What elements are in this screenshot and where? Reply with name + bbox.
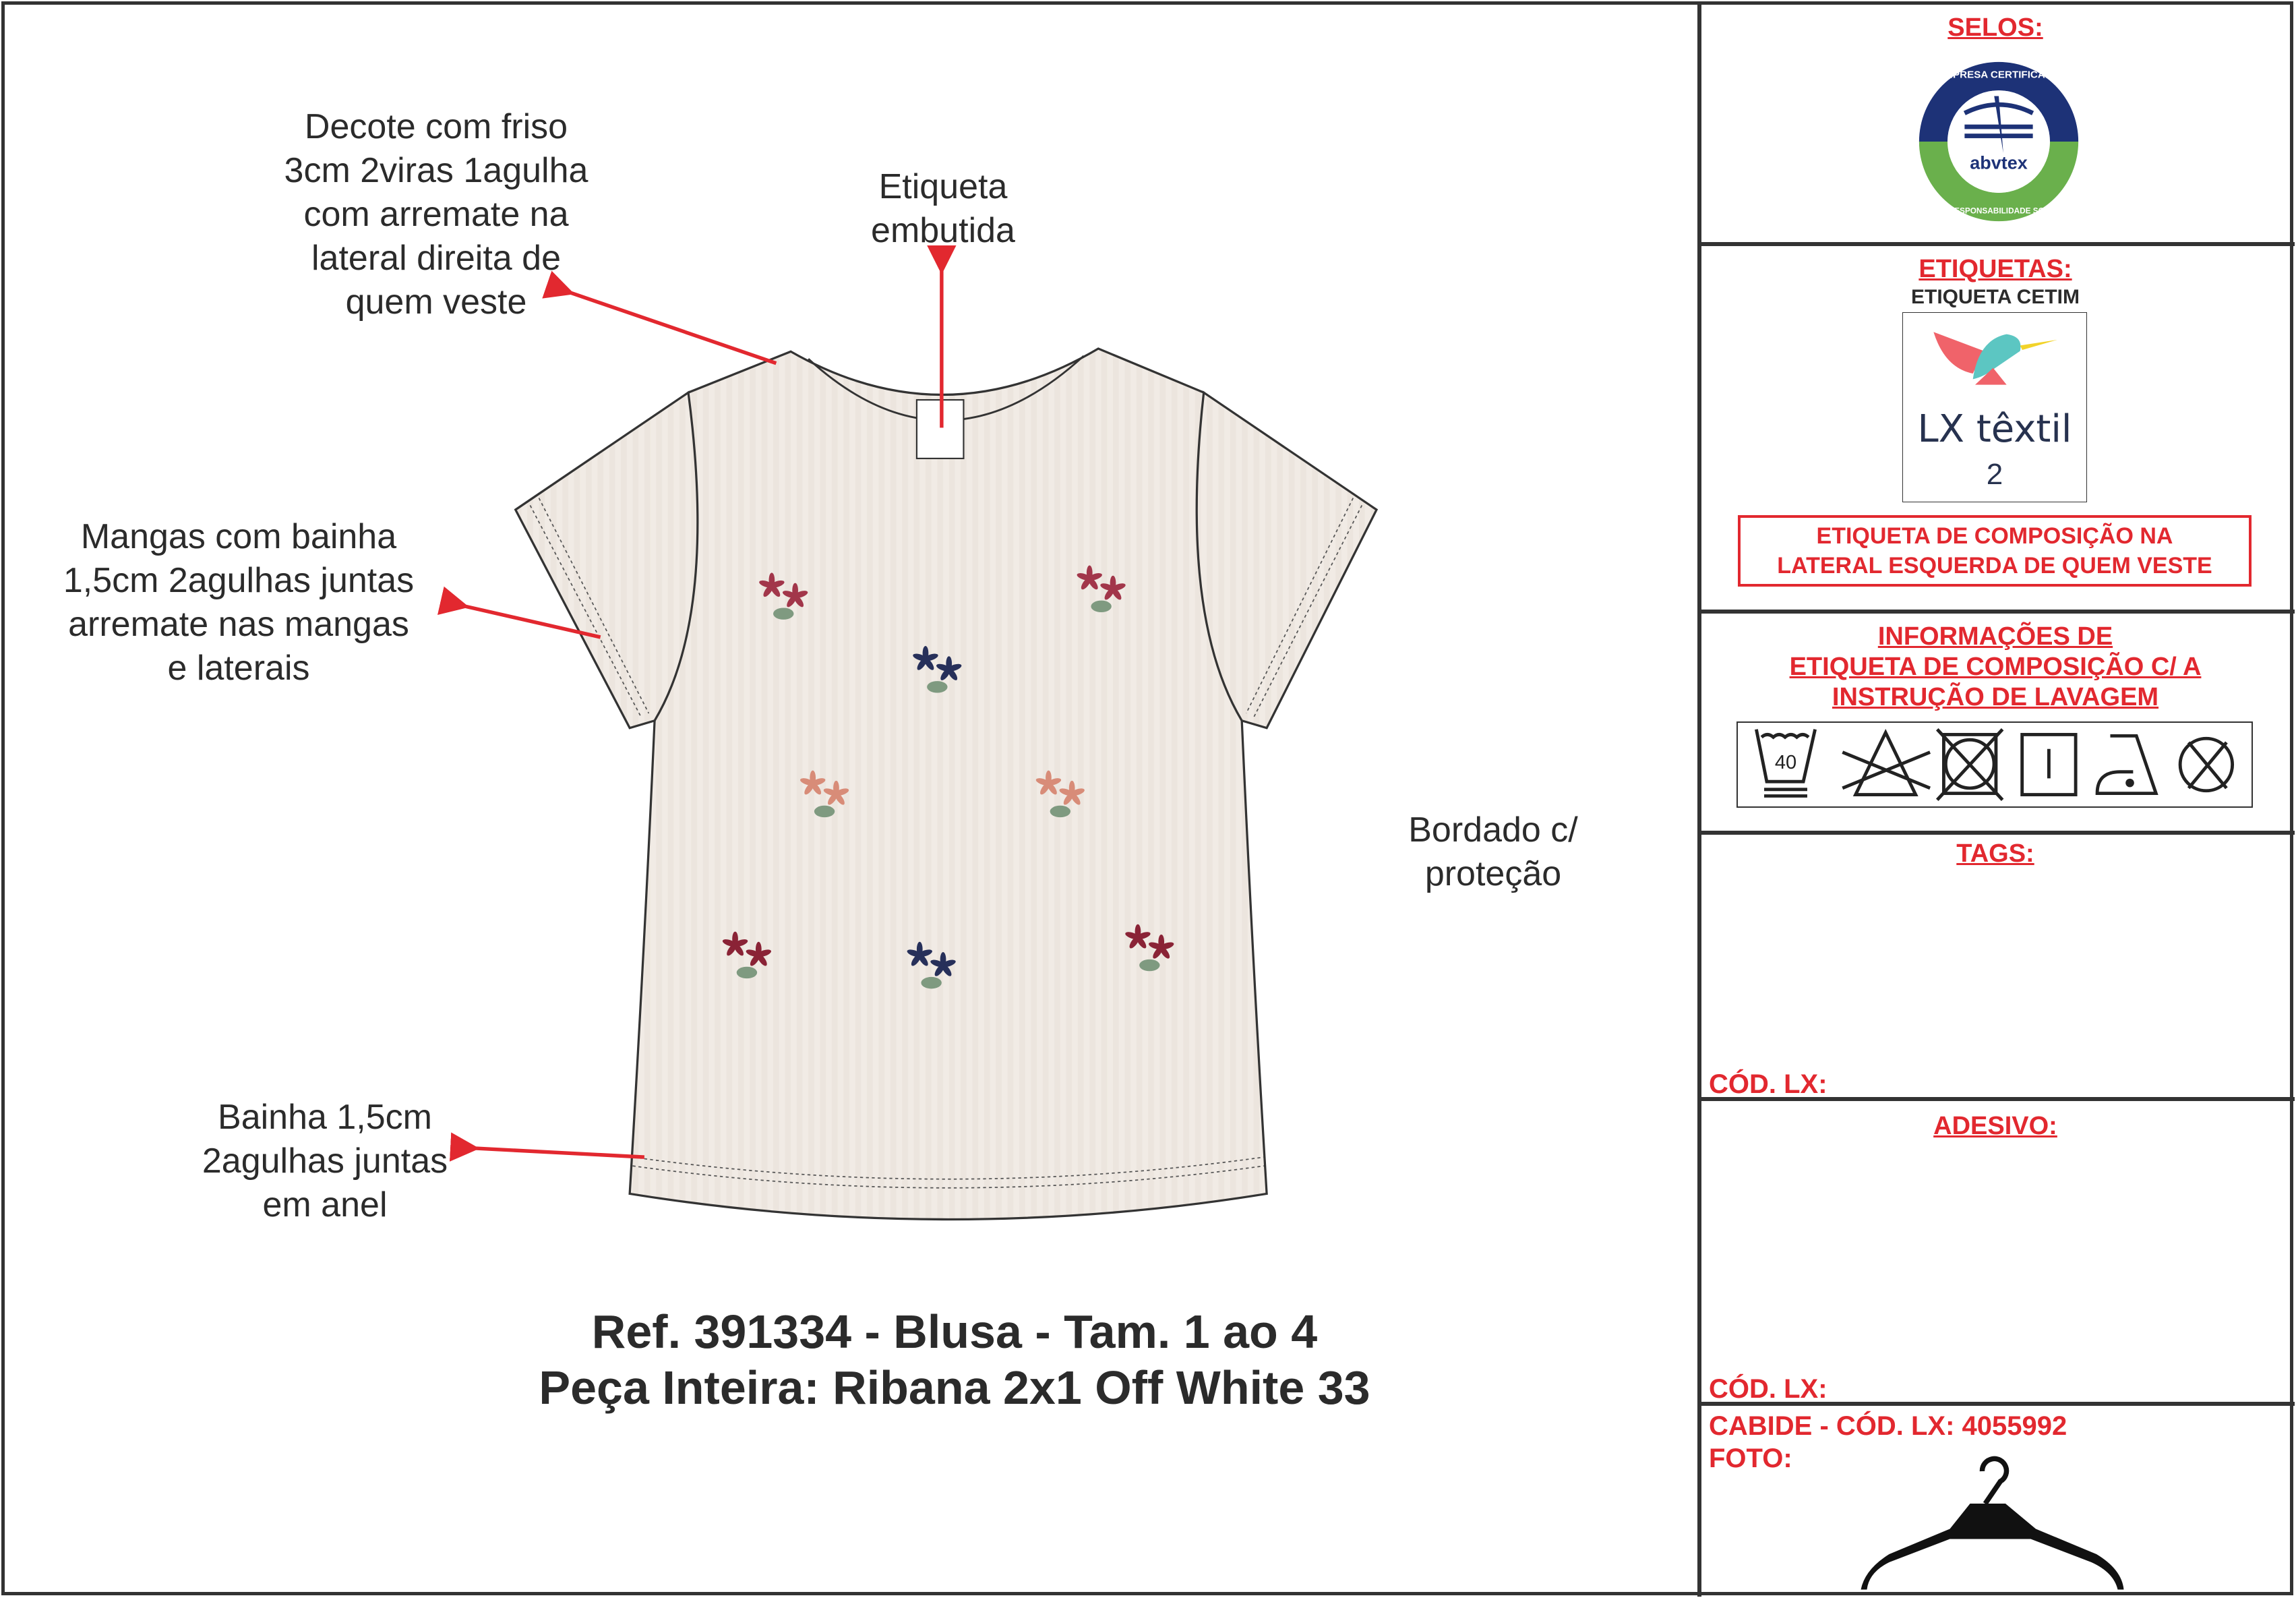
line-dry-icon [2020,733,2078,796]
note-hem: Bainha 1,5cm 2agulhas juntas em anel [202,1098,448,1224]
no-dry-clean-icon [2178,736,2235,793]
logo-text: LX têxtil [1917,407,2072,451]
arrow-hem [449,1132,645,1162]
flower-motif [913,645,962,693]
hummingbird-icon [1933,332,2057,385]
flower-motif [1125,924,1174,972]
flower-motif [907,941,956,989]
flower-motif [722,931,771,979]
care-symbols: 40 [1736,721,2253,808]
divider [1697,610,2295,614]
svg-text:EM RESPONSABILIDADE SOCIAL: EM RESPONSABILIDADE SOCIAL [1935,206,2063,215]
selos-title: SELOS: [1947,13,2043,42]
tags-code-label: CÓD. LX: [1709,1069,1827,1099]
left-sleeve [514,390,699,730]
panel-divider [1697,1,1701,1597]
divider [1697,831,2295,835]
flower-motif [1077,565,1126,613]
hanger-photo [1861,1456,2124,1590]
adesivo-title: ADESIVO: [1933,1112,2057,1140]
abvtex-seal-logo: abvtex EMPRESA CERTIFICADA EM RESPONSABI… [1919,61,2079,222]
etiquetas-title: ETIQUETAS: [1919,255,2072,283]
wash-40-icon: 40 [1755,729,1817,798]
arrow-sleeve [437,586,601,639]
svg-text:abvtex: abvtex [1970,153,2028,173]
note-neckline: Decote com friso 3cm 2viras 1agulha com … [284,107,588,322]
cabide-photo-label: FOTO: [1709,1444,1792,1473]
product-ref: Ref. 391334 - Blusa - Tam. 1 ao 4 [591,1305,1318,1358]
note-label: Etiqueta embutida [871,167,1015,250]
cabide-title: CABIDE - CÓD. LX: 4055992 [1709,1411,2067,1441]
garment-drawing [437,245,1379,1221]
etiqueta-cetim-label: ETIQUETA CETIM [1911,286,2080,308]
svg-text:40: 40 [1775,752,1796,773]
no-bleach-icon [1842,728,1931,796]
adesivo-code-label: CÓD. LX: [1709,1374,1827,1404]
flower-motif [1035,770,1085,818]
tags-title: TAGS: [1956,839,2034,868]
info-title: INFORMAÇÕES DE ETIQUETA DE COMPOSIÇÃO C/… [1789,622,2202,711]
embroidery-flowers [722,565,1174,989]
product-fabric: Peça Inteira: Ribana 2x1 Off White 33 [539,1361,1370,1414]
note-embroidery: Bordado c/ proteção [1408,810,1578,893]
svg-text:EMPRESA CERTIFICADA: EMPRESA CERTIFICADA [1937,69,2060,81]
shirt-body [628,347,1268,1221]
note-sleeves: Mangas com bainha 1,5cm 2agulhas juntas … [63,517,415,688]
arrow-neckline [542,270,777,365]
lx-textil-label-box: LX têxtil 2 [1902,312,2087,502]
divider [1697,242,2295,246]
flower-motif [800,770,849,818]
composition-notice: ETIQUETA DE COMPOSIÇÃO NA LATERAL ESQUER… [1738,515,2252,587]
logo-size: 2 [1986,458,2003,491]
flower-motif [759,572,808,620]
divider [1697,1097,2295,1101]
iron-low-icon [2095,734,2158,796]
right-sleeve [1195,390,1379,730]
divider [1697,1402,2295,1406]
no-tumble-dry-icon [1935,728,2004,801]
